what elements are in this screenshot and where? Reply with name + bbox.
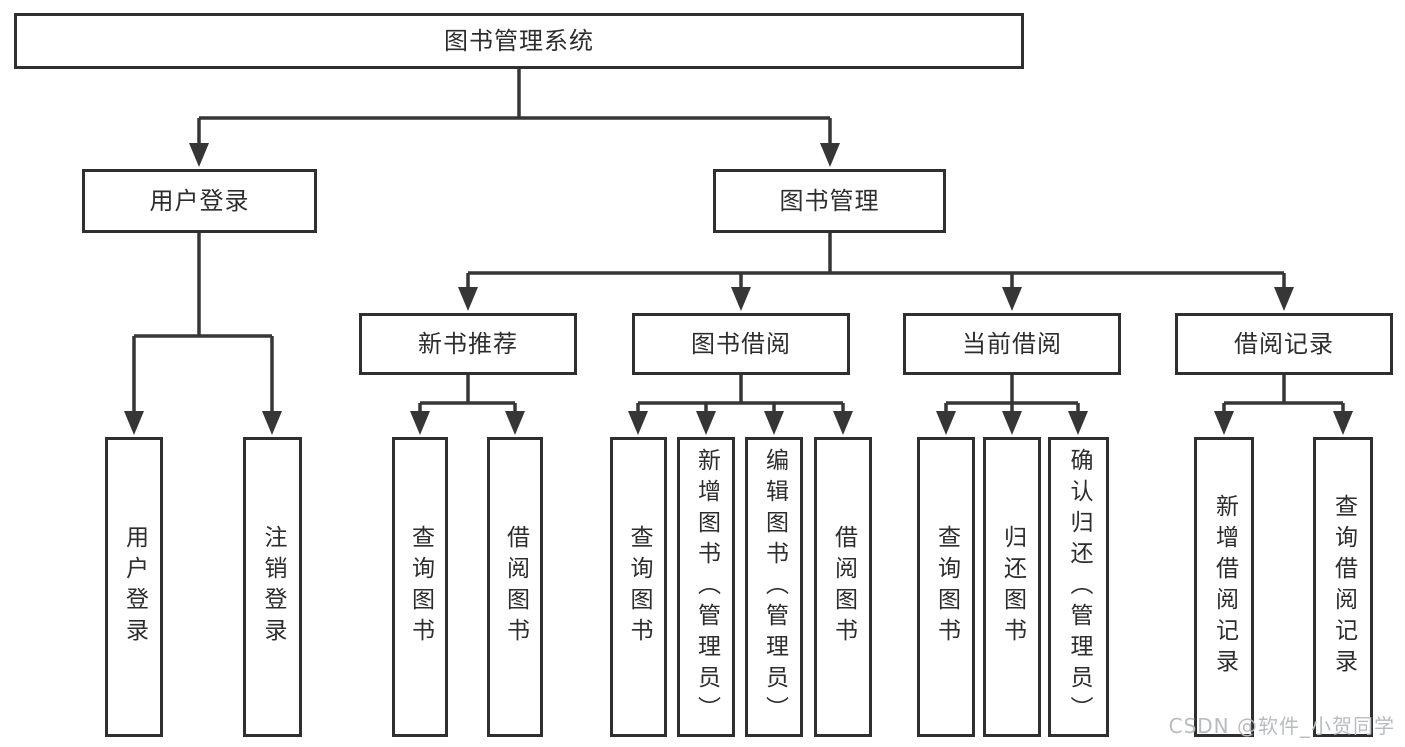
node-borrow-records: 借阅记录 <box>1175 313 1393 375</box>
leaf-borrow-books-recommend: 借阅图书 <box>487 437 543 737</box>
tree-edges <box>132 69 1345 413</box>
leaf-return-books: 归还图书 <box>983 437 1041 737</box>
leaf-query-books-borrow: 查询图书 <box>610 437 667 737</box>
leaf-add-book-admin: 新增图书（管理员） <box>677 437 735 737</box>
watermark: CSDN @软件_小贺同学 <box>1168 714 1395 738</box>
node-book-borrow: 图书借阅 <box>632 313 850 375</box>
node-current-borrow: 当前借阅 <box>903 313 1121 375</box>
leaf-query-borrow-record: 查询借阅记录 <box>1313 437 1373 737</box>
leaf-user-login: 用户登录 <box>105 437 163 737</box>
leaf-add-borrow-record: 新增借阅记录 <box>1194 437 1254 737</box>
leaf-edit-book-admin: 编辑图书（管理员） <box>745 437 803 737</box>
leaf-query-books-recommend: 查询图书 <box>392 437 448 737</box>
leaf-query-books-current: 查询图书 <box>917 437 975 737</box>
leaf-confirm-return-admin: 确认归还（管理员） <box>1048 437 1109 737</box>
leaf-borrow-books: 借阅图书 <box>814 437 872 737</box>
node-root-library-system: 图书管理系统 <box>14 13 1024 69</box>
arrowhead-icons <box>124 143 1353 435</box>
node-new-book-recommend: 新书推荐 <box>359 313 577 375</box>
node-user-login: 用户登录 <box>82 169 317 233</box>
leaf-logout: 注销登录 <box>243 437 302 737</box>
node-book-management: 图书管理 <box>713 169 946 233</box>
